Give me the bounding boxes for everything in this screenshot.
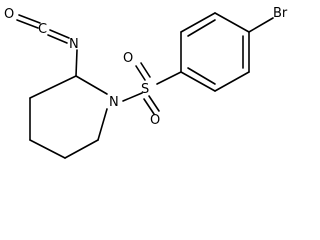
bond-ar-br	[248, 17, 274, 33]
bond-ar-6	[180, 71, 216, 92]
bond-c-n-2	[47, 34, 68, 44]
bond-ar-5	[214, 71, 250, 92]
bond-n1-s	[122, 92, 143, 102]
bond-s-aryl	[156, 71, 182, 85]
atom-label-c-isocyanate: C	[38, 22, 47, 37]
structure-diagram: O C N N S O O Br	[4, 6, 288, 159]
piperidine-ring	[29, 75, 108, 159]
bond-ar-2	[180, 12, 216, 33]
bond-s-o-bottom-2	[148, 95, 160, 112]
bond-n1-c6	[97, 108, 108, 141]
bond-s-o-top-1	[135, 65, 146, 81]
bond-c6-c5	[64, 139, 99, 159]
bond-n-ring-c2	[75, 49, 78, 77]
bond-c5-c4	[29, 139, 66, 159]
bond-ar-3	[214, 12, 250, 33]
isocyanate-group	[16, 14, 78, 77]
atom-label-n-ring: N	[109, 95, 119, 110]
sulfonyl-group	[122, 62, 182, 115]
bond-s-o-bottom-1	[143, 98, 155, 115]
atom-label-br: Br	[273, 6, 288, 21]
bond-o-c-2	[16, 19, 39, 29]
bond-c3-c2	[29, 75, 77, 99]
bond-c-n-1	[49, 29, 70, 39]
atom-label-s: S	[141, 82, 149, 97]
atom-label-n-isocyanate: N	[69, 37, 79, 52]
bond-s-o-top-2	[140, 62, 151, 78]
bond-c2-n1	[75, 75, 108, 95]
atom-label-o-bottom: O	[150, 113, 160, 128]
bond-ar-inner-1	[187, 19, 216, 37]
bond-ar-inner-3	[187, 67, 216, 85]
atom-label-o-isocyanate: O	[4, 7, 14, 22]
molecule-drawing: O C N N S O O Br	[4, 6, 288, 159]
benzene-ring	[180, 12, 274, 92]
atom-label-o-top: O	[123, 51, 133, 66]
bond-o-c-1	[18, 14, 41, 24]
